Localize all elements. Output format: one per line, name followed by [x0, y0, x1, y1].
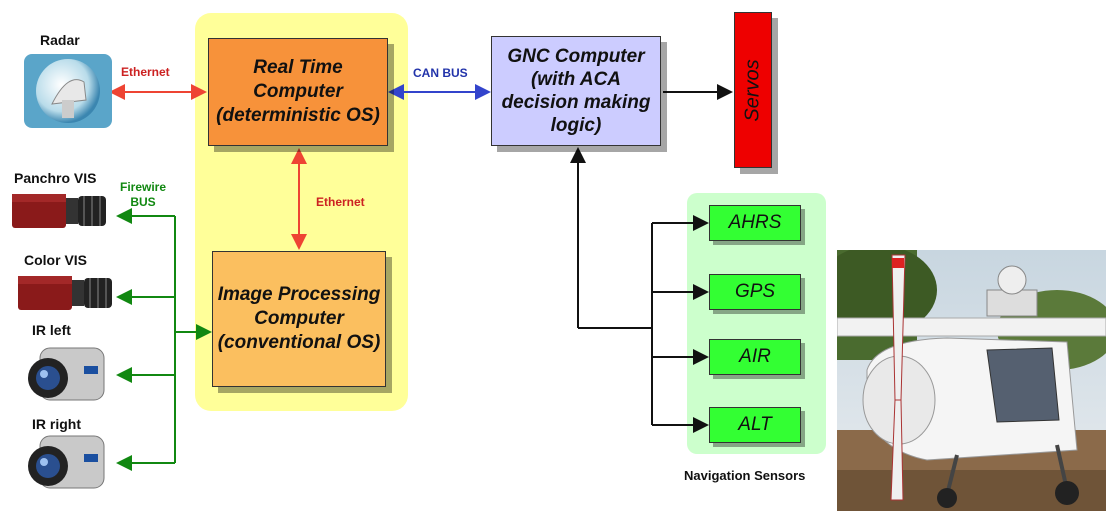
- sensor-alt: ALT: [709, 407, 801, 443]
- image-processing-computer-label: Image Processing Computer (conventional …: [217, 284, 381, 353]
- sensor-air-label: AIR: [739, 346, 771, 367]
- gnc-computer-label: GNC Computer (with ACA decision making l…: [501, 46, 651, 136]
- sensor-alt-label: ALT: [738, 414, 772, 435]
- sensor-gps-label: GPS: [734, 281, 776, 302]
- radar-icon: [24, 54, 112, 128]
- sensor-ahrs-label: AHRS: [728, 212, 782, 233]
- ir-right-label: IR right: [32, 416, 81, 432]
- ir-left-camera-icon: [28, 347, 105, 401]
- can-bus-label: CAN BUS: [413, 66, 468, 80]
- ir-left-label: IR left: [32, 322, 71, 338]
- sensor-ahrs: AHRS: [709, 205, 801, 241]
- internal-ethernet-label: Ethernet: [316, 195, 365, 209]
- aircraft-photo: [837, 250, 1106, 511]
- panchro-vis-label: Panchro VIS: [14, 170, 97, 186]
- servos-label: Servos: [741, 58, 764, 122]
- panchro-camera-icon: [12, 194, 106, 228]
- servos: Servos: [734, 12, 772, 168]
- firewire-label-line1: Firewire: [120, 180, 167, 194]
- nav-sensor-bus: [570, 147, 709, 433]
- ir-right-camera-icon: [28, 435, 105, 489]
- firewire-bus: [116, 208, 212, 471]
- firewire-label: Firewire BUS: [120, 180, 166, 210]
- color-vis-label: Color VIS: [24, 252, 88, 268]
- real-time-computer-label: Real Time Computer (deterministic OS): [216, 57, 380, 126]
- radar-label: Radar: [40, 32, 80, 48]
- real-time-computer: Real Time Computer (deterministic OS): [208, 38, 388, 146]
- firewire-label-line2: BUS: [130, 195, 156, 209]
- navigation-sensors-label: Navigation Sensors: [684, 468, 806, 483]
- sensor-air: AIR: [709, 339, 801, 375]
- image-processing-computer: Image Processing Computer (conventional …: [212, 251, 386, 387]
- radar-ethernet-label: Ethernet: [121, 65, 170, 79]
- gnc-computer: GNC Computer (with ACA decision making l…: [491, 36, 661, 146]
- sensor-gps: GPS: [709, 274, 801, 310]
- color-camera-icon: [18, 276, 112, 310]
